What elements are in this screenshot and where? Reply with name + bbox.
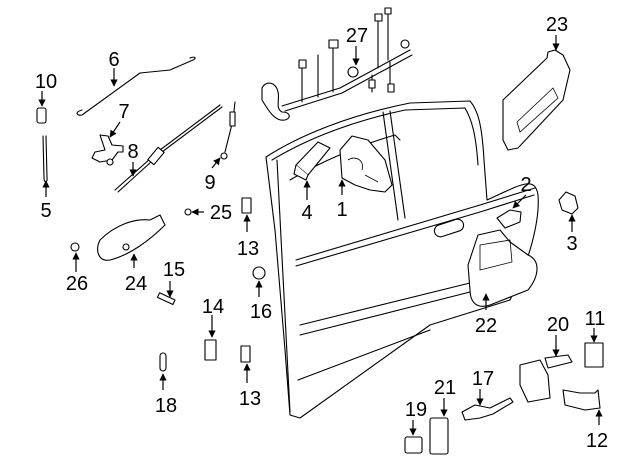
callout-2[interactable]: 2 (520, 174, 531, 196)
callout-16[interactable]: 16 (250, 301, 272, 323)
callout-22[interactable]: 22 (475, 315, 497, 337)
part-lever[interactable] (91, 134, 124, 166)
part-pin-18[interactable] (159, 352, 167, 372)
part-bracket-12[interactable] (562, 389, 601, 411)
callout-13a[interactable]: 13 (237, 238, 259, 260)
callout-27[interactable]: 27 (346, 25, 368, 47)
callout-arrows (38, 35, 603, 436)
callout-6[interactable]: 6 (108, 49, 119, 71)
callout-23[interactable]: 23 (546, 14, 568, 36)
callout-18[interactable]: 18 (155, 395, 177, 417)
callout-14[interactable]: 14 (202, 296, 224, 318)
callout-4[interactable]: 4 (301, 202, 312, 224)
part-bolt-15[interactable] (156, 292, 176, 306)
callout-25[interactable]: 25 (210, 202, 232, 224)
part-outside-handle[interactable] (467, 229, 538, 307)
part-bushing-16[interactable] (252, 266, 266, 280)
callout-21[interactable]: 21 (434, 377, 456, 399)
callout-11[interactable]: 11 (585, 308, 606, 330)
part-handle-rod[interactable] (76, 56, 196, 116)
callout-26[interactable]: 26 (66, 273, 88, 295)
callout-1[interactable]: 1 (336, 199, 347, 221)
part-nut-26[interactable] (70, 242, 80, 252)
callout-labels: 1 2 3 4 5 6 7 8 9 10 11 12 13 13 14 15 1… (35, 14, 608, 452)
part-wiring-harness[interactable] (261, 7, 413, 121)
part-inside-handle[interactable] (97, 214, 166, 261)
part-clip-2[interactable] (496, 209, 522, 229)
part-lock-knob[interactable] (36, 107, 47, 124)
callout-24[interactable]: 24 (125, 273, 147, 295)
callout-3[interactable]: 3 (566, 233, 577, 255)
part-clip-11[interactable] (584, 342, 604, 368)
part-cover-19[interactable] (404, 436, 423, 454)
callout-17[interactable]: 17 (472, 368, 494, 390)
callout-5[interactable]: 5 (40, 200, 51, 222)
callout-10[interactable]: 10 (35, 71, 57, 93)
part-hinge-plate-14[interactable] (204, 339, 217, 361)
part-cap-3[interactable] (558, 191, 579, 215)
part-lock-cylinder-20[interactable] (519, 354, 573, 403)
part-cable-9[interactable] (220, 101, 236, 160)
callout-20[interactable]: 20 (547, 314, 569, 336)
callout-8[interactable]: 8 (127, 141, 138, 163)
callout-7[interactable]: 7 (118, 101, 129, 123)
part-window-motor[interactable] (339, 135, 393, 193)
callout-9[interactable]: 9 (204, 172, 215, 194)
callout-12[interactable]: 12 (586, 430, 608, 452)
part-hinge-13a[interactable] (241, 197, 252, 214)
part-trim-bracket[interactable] (502, 49, 571, 151)
callout-19[interactable]: 19 (405, 399, 427, 421)
part-key-17[interactable] (461, 397, 514, 421)
part-screw-25[interactable] (184, 208, 192, 216)
part-lock-rod[interactable] (42, 135, 48, 183)
callout-15[interactable]: 15 (163, 259, 185, 281)
callout-13b[interactable]: 13 (239, 388, 261, 410)
part-hinge-13b[interactable] (240, 345, 251, 363)
part-gasket-21[interactable] (429, 417, 449, 455)
part-lock-actuator[interactable] (293, 141, 331, 181)
